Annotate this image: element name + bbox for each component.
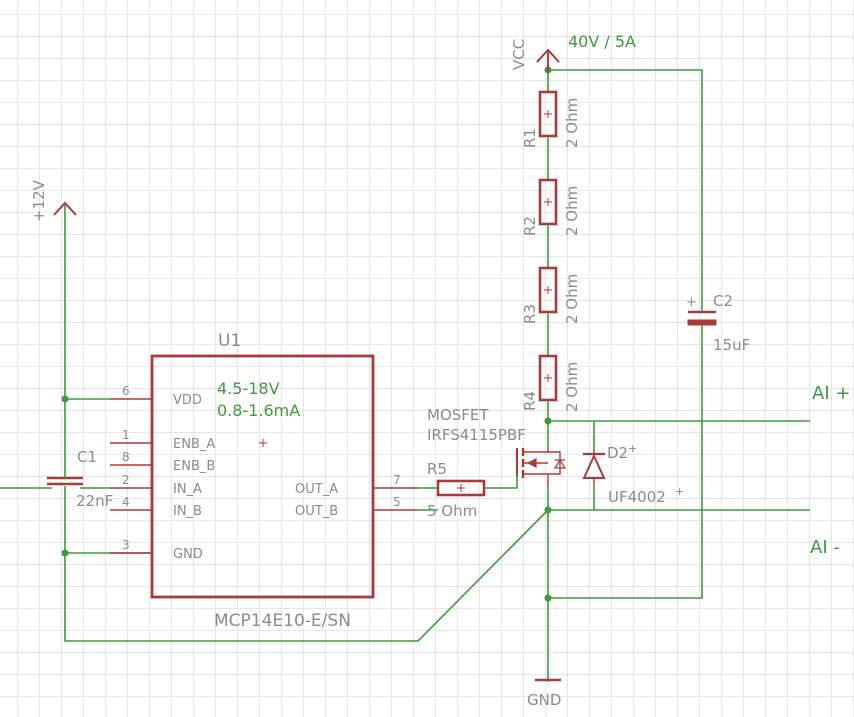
pin-name-in-a: IN_A: [173, 482, 202, 497]
pin-num-out-b: 5: [393, 495, 401, 509]
pin-name-enb-a: ENB_A: [173, 437, 215, 452]
wire-vcc-c2: [548, 69, 703, 300]
capacitor-c1: C1 22nF: [47, 448, 113, 510]
r3-name: R3: [521, 304, 539, 324]
pin-num-out-a: 7: [393, 473, 401, 487]
junctions: [61, 66, 552, 602]
r5-value: 5 Ohm: [427, 502, 477, 520]
pin-num-enb-a: 1: [122, 428, 130, 442]
d2-name: D2: [607, 444, 628, 462]
mosfet-part: IRFS4115PBF: [427, 426, 526, 444]
pin-num-enb-b: 8: [122, 450, 130, 464]
p12-label: +12V: [30, 179, 48, 222]
gnd-symbol: GND: [527, 678, 561, 709]
resistor-r4: R4 2 Ohm: [521, 354, 581, 412]
ic-u1: U1 MCP14E10-E/SN 4.5-18V 0.8-1.6mA 6 1 8…: [110, 331, 418, 631]
pin-name-out-b: OUT_B: [295, 504, 338, 519]
u1-name: U1: [218, 331, 241, 351]
gnd-label: GND: [527, 691, 561, 709]
c2-value: 15uF: [713, 336, 750, 354]
wire-gnd-return: [64, 509, 549, 642]
pin-num-gnd: 3: [122, 538, 130, 552]
r4-value: 2 Ohm: [563, 362, 581, 412]
resistor-r2: R2 2 Ohm: [521, 178, 581, 236]
resistor-r3: R3 2 Ohm: [521, 266, 581, 324]
c2-plus: +: [686, 295, 697, 310]
diode-d2: D2 UF4002 + +: [582, 442, 684, 506]
resistor-r1: R1 2 Ohm: [521, 90, 581, 148]
ai-plus-label: AI +: [812, 383, 850, 404]
u1-value: MCP14E10-E/SN: [214, 611, 351, 631]
c1-name: C1: [77, 448, 97, 466]
r2-name: R2: [521, 216, 539, 236]
r3-value: 2 Ohm: [563, 274, 581, 324]
pin-name-out-a: OUT_A: [295, 482, 338, 497]
d2-origin-2: +: [675, 485, 684, 498]
mosfet-label: MOSFET: [427, 406, 489, 424]
junction-c2: [544, 594, 552, 602]
u1-supply-note1: 4.5-18V: [217, 379, 280, 398]
mosfet-q1: MOSFET IRFS4115PBF: [427, 406, 567, 488]
p12-symbol: +12V: [30, 179, 77, 222]
r2-value: 2 Ohm: [563, 186, 581, 236]
pin-name-vdd: VDD: [173, 393, 202, 408]
pin-name-gnd: GND: [173, 547, 203, 562]
c1-value: 22nF: [76, 492, 113, 510]
u1-supply-note2: 0.8-1.6mA: [217, 401, 300, 420]
wires: [0, 52, 810, 680]
pin-name-in-b: IN_B: [173, 504, 202, 519]
r5-name: R5: [427, 460, 447, 478]
junction-gnd: [61, 549, 69, 557]
capacitor-c2: + C2 15uF: [686, 292, 750, 354]
wire-r5-gate: [484, 460, 518, 489]
d2-value: UF4002: [608, 488, 666, 506]
junction-drain: [544, 417, 552, 425]
pin-num-vdd: 6: [122, 384, 130, 398]
resistor-r5: R5 5 Ohm: [427, 460, 486, 520]
pin-name-enb-b: ENB_B: [173, 459, 215, 474]
vcc-symbol: VCC 40V / 5A: [510, 32, 636, 72]
pin-num-in-a: 2: [122, 473, 130, 487]
r1-value: 2 Ohm: [563, 98, 581, 148]
d2-origin: +: [628, 442, 637, 455]
junction-vdd: [61, 395, 69, 403]
ai-minus-label: AI -: [810, 537, 840, 558]
vcc-rating-label: 40V / 5A: [568, 32, 636, 51]
r1-name: R1: [521, 128, 539, 148]
wire-c2-bottom: [548, 336, 703, 599]
c2-name: C2: [713, 292, 733, 310]
junction-source: [544, 506, 552, 514]
r4-name: R4: [521, 391, 539, 411]
pin-num-in-b: 4: [122, 495, 130, 509]
vcc-label: VCC: [510, 39, 528, 70]
